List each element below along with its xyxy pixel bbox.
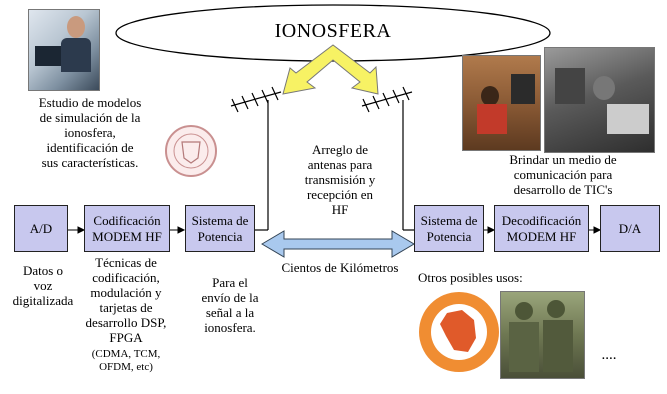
ionosphere-label: IONOSFERA: [274, 20, 392, 42]
ellipsis-text: ....: [601, 347, 617, 363]
left-antenna: [230, 86, 282, 231]
soldiers-radio-photo: [500, 291, 585, 379]
signal-send-text: Para el envío de la señal a la ionosfera…: [201, 275, 259, 335]
tic-development-text: Brindar un medio de comunicación para de…: [509, 152, 617, 197]
ad-converter-box: A/D: [14, 205, 68, 252]
da-converter-box: D/A: [600, 205, 660, 252]
tx-power-system-box: Sistema de Potencia: [185, 205, 255, 252]
modem-decoding-box: Decodificación MODEM HF: [494, 205, 589, 252]
flow-arrows: [68, 226, 602, 234]
simulation-study-text: Estudio de modelos de simulación de la i…: [38, 95, 142, 170]
right-antenna: [361, 86, 414, 231]
other-uses-label: Otros posibles usos:: [418, 270, 523, 285]
researchers-photo: [28, 9, 100, 91]
yellow-reflection-arrow: [282, 44, 379, 95]
child-computer-photo: [462, 55, 541, 151]
modem-encoding-box: Codificación MODEM HF: [84, 205, 170, 252]
classroom-photo: [544, 47, 655, 153]
antenna-array-text: Arreglo de antenas para transmisión y re…: [304, 142, 376, 217]
coding-techniques-text: Técnicas de codificación, modulación y t…: [85, 255, 167, 373]
university-seal: [165, 125, 217, 177]
distance-double-arrow: [261, 230, 415, 258]
defense-system-logo: [419, 292, 499, 372]
distance-label: Cientos de Kilómetros: [281, 260, 399, 275]
rx-power-system-box: Sistema de Potencia: [414, 205, 484, 252]
digitized-data-text: Datos o voz digitalizada: [12, 263, 74, 308]
ionosphere-ellipse: [115, 4, 551, 62]
